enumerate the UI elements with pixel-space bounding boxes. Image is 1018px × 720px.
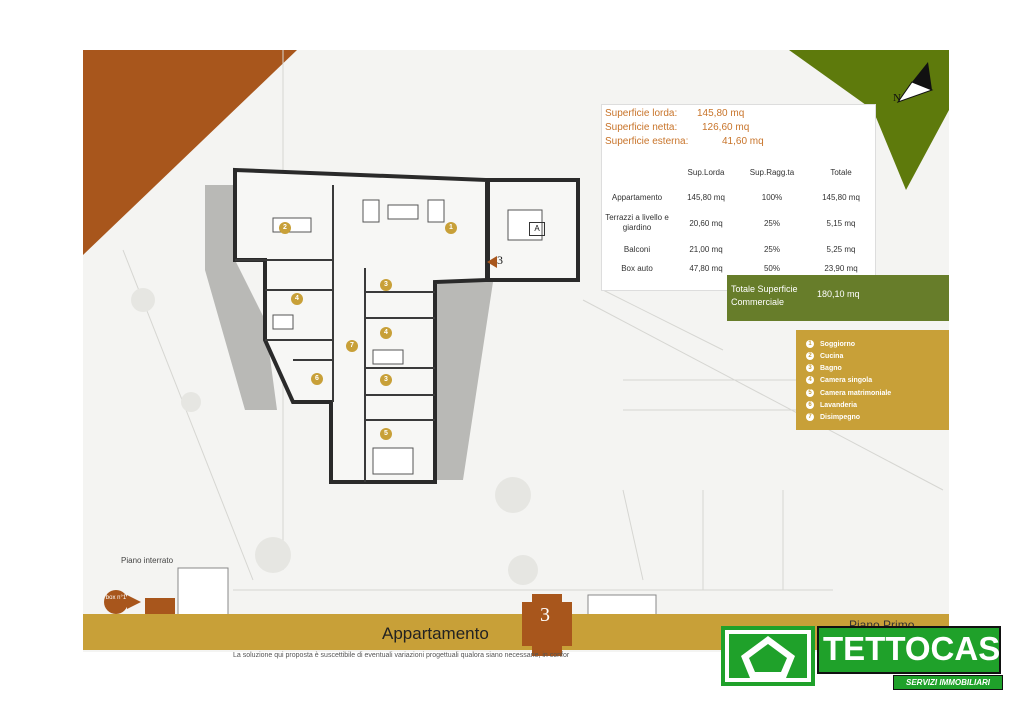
superficie-netta-label: Superficie netta: bbox=[605, 122, 678, 133]
row-lorda: 20,60 mq bbox=[689, 219, 723, 228]
superficie-lorda-label: Superficie lorda: bbox=[605, 108, 678, 119]
row-totale: 5,25 mq bbox=[826, 245, 856, 254]
room-badge: 5 bbox=[380, 428, 392, 440]
total-surface-value: 180,10 mq bbox=[817, 289, 860, 299]
row-lorda: 47,80 mq bbox=[689, 264, 723, 273]
row-ragg: 50% bbox=[763, 264, 780, 273]
stair-arrow-icon bbox=[487, 256, 497, 268]
row-lorda: 21,00 mq bbox=[689, 245, 723, 254]
basement-label: Piano interrato bbox=[121, 556, 174, 565]
room-badge: 6 bbox=[311, 373, 323, 385]
box-auto-highlight bbox=[145, 598, 175, 616]
room-badge: 4 bbox=[380, 327, 392, 339]
orange-corner-decoration bbox=[83, 50, 297, 255]
col-header: Sup.Lorda bbox=[687, 168, 725, 177]
col-header: Totale bbox=[830, 168, 852, 177]
lift-label: A bbox=[529, 222, 545, 236]
row-label: Terrazzi a livello e giardino bbox=[605, 213, 669, 232]
total-surface-label: Totale Superficie Commerciale bbox=[731, 284, 798, 307]
col-header: Sup.Ragg.ta bbox=[749, 168, 795, 177]
row-label: Balconi bbox=[623, 245, 651, 254]
footer-title: Appartamento bbox=[382, 624, 489, 643]
superficie-netta-value: 126,60 mq bbox=[702, 122, 750, 133]
row-ragg: 100% bbox=[761, 193, 783, 202]
brand-name: TETTOCASA bbox=[823, 630, 1018, 667]
room-badge: 3 bbox=[380, 374, 392, 386]
apartment-number: 3 bbox=[540, 604, 550, 626]
row-ragg: 25% bbox=[763, 219, 780, 228]
row-label: Box auto bbox=[621, 264, 653, 273]
superficie-lorda-value: 145,80 mq bbox=[697, 108, 745, 119]
row-ragg: 25% bbox=[763, 245, 780, 254]
row-lorda: 145,80 mq bbox=[687, 193, 725, 202]
total-surface-box: Totale Superficie Commerciale 180,10 mq bbox=[727, 275, 949, 321]
tettocasa-logo: TETTOCASA SERVIZI IMMOBILIARI bbox=[719, 620, 1018, 692]
floor-plan-drawing bbox=[83, 50, 949, 641]
green-corner-decoration bbox=[789, 50, 949, 190]
house-logo-icon bbox=[721, 626, 815, 686]
room-badge: 2 bbox=[279, 222, 291, 234]
superficie-esterna-value: 41,60 mq bbox=[722, 136, 764, 147]
row-totale: 23,90 mq bbox=[824, 264, 858, 273]
compass-letter: N bbox=[893, 92, 901, 104]
surface-info-box: Superficie lorda: 145,80 mq Superficie n… bbox=[601, 104, 876, 291]
superficie-esterna-label: Superficie esterna: bbox=[605, 136, 689, 147]
footer-disclaimer: La soluzione qui proposta è suscettibile… bbox=[233, 652, 570, 659]
stair-marker-label: 3 bbox=[497, 253, 503, 267]
box-label: box n°1 bbox=[105, 595, 127, 601]
room-badge: 4 bbox=[291, 293, 303, 305]
room-badge: 1 bbox=[445, 222, 457, 234]
row-totale: 5,15 mq bbox=[826, 219, 856, 228]
apartment-number-shape bbox=[522, 594, 572, 656]
row-totale: 145,80 mq bbox=[822, 193, 860, 202]
north-arrow-icon bbox=[896, 62, 934, 103]
terrace-left bbox=[205, 185, 277, 410]
room-badge: 3 bbox=[380, 279, 392, 291]
brand-tagline: SERVIZI IMMOBILIARI bbox=[893, 675, 1003, 690]
room-badge: 7 bbox=[346, 340, 358, 352]
terrace-right bbox=[435, 282, 493, 480]
row-label: Appartamento bbox=[611, 193, 663, 202]
